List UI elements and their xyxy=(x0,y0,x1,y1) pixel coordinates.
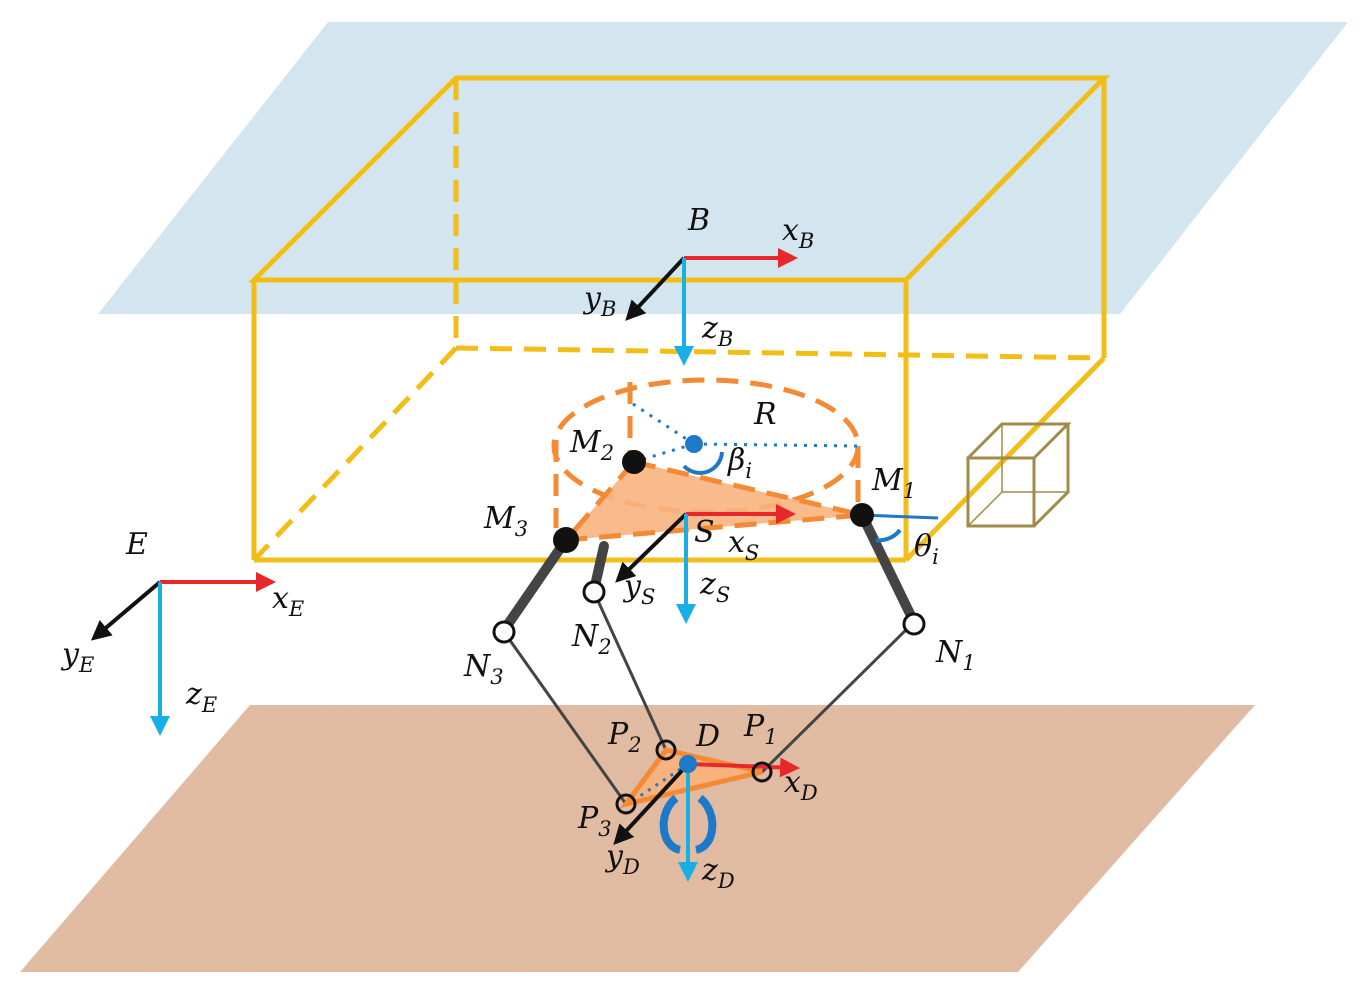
rotation-arrow-back-icon xyxy=(694,794,717,854)
end-effector-dotted xyxy=(639,762,689,798)
joint-n2 xyxy=(582,580,606,604)
frame-d xyxy=(613,757,800,882)
label-zd: zD xyxy=(701,853,735,893)
rotation-arrow-icon xyxy=(659,794,682,854)
end-effector-triangle xyxy=(619,747,763,808)
label-d: D xyxy=(695,719,720,754)
label-n2: N2 xyxy=(571,619,612,659)
end-effector-center xyxy=(679,755,697,773)
label-yb: yB xyxy=(582,281,616,321)
theta-reference-line xyxy=(861,513,939,520)
ys-axis-arrow xyxy=(615,512,688,583)
joint-m2 xyxy=(622,450,646,474)
label-xs: xS xyxy=(728,525,759,565)
joint-p2 xyxy=(655,739,677,761)
label-n3: N3 xyxy=(463,649,504,689)
yd-axis-arrow xyxy=(613,762,690,845)
label-m3: M3 xyxy=(483,501,528,541)
base-triangle-outline xyxy=(560,459,863,544)
label-r: R xyxy=(753,397,777,432)
label-xd: xD xyxy=(784,765,818,805)
label-theta: θi xyxy=(914,529,939,569)
label-beta: βi xyxy=(727,443,752,483)
label-m1: M1 xyxy=(871,463,916,503)
joint-n3 xyxy=(492,620,516,644)
yb-axis-arrow xyxy=(625,256,686,321)
joint-p3 xyxy=(615,793,637,815)
label-ze: zE xyxy=(185,677,217,717)
frame-s xyxy=(615,504,796,624)
workspace-box xyxy=(247,75,1110,563)
label-p3: P3 xyxy=(577,801,612,841)
frame-e xyxy=(90,572,276,736)
label-b: B xyxy=(687,203,710,238)
label-n1: N1 xyxy=(935,635,976,675)
label-xe: xE xyxy=(272,581,304,621)
frame-b xyxy=(625,248,798,366)
top-plane xyxy=(98,22,1348,314)
label-p1: P1 xyxy=(743,709,778,749)
label-xb: xB xyxy=(782,213,814,253)
joint-n1 xyxy=(902,612,926,636)
label-m2: M2 xyxy=(569,425,614,465)
label-ye: yE xyxy=(60,637,94,677)
ground-plane xyxy=(20,705,1255,972)
label-p2: P2 xyxy=(607,717,642,757)
joint-p1 xyxy=(751,761,773,783)
xd-axis-arrow xyxy=(687,757,800,778)
label-s: S xyxy=(694,515,715,550)
label-zb: zB xyxy=(701,311,733,351)
reference-cube xyxy=(966,422,1072,528)
ye-axis-arrow xyxy=(90,580,162,641)
base-center-point xyxy=(685,435,703,453)
label-yd: yD xyxy=(604,839,640,879)
joint-m3 xyxy=(553,527,579,553)
lower-arms xyxy=(502,591,916,805)
joint-m1 xyxy=(850,503,874,527)
label-ys: yS xyxy=(622,569,655,609)
beta-angle-arc xyxy=(682,451,724,475)
label-e: E xyxy=(125,527,148,562)
theta-angle-arc xyxy=(875,528,902,543)
label-zs: zS xyxy=(699,567,730,607)
